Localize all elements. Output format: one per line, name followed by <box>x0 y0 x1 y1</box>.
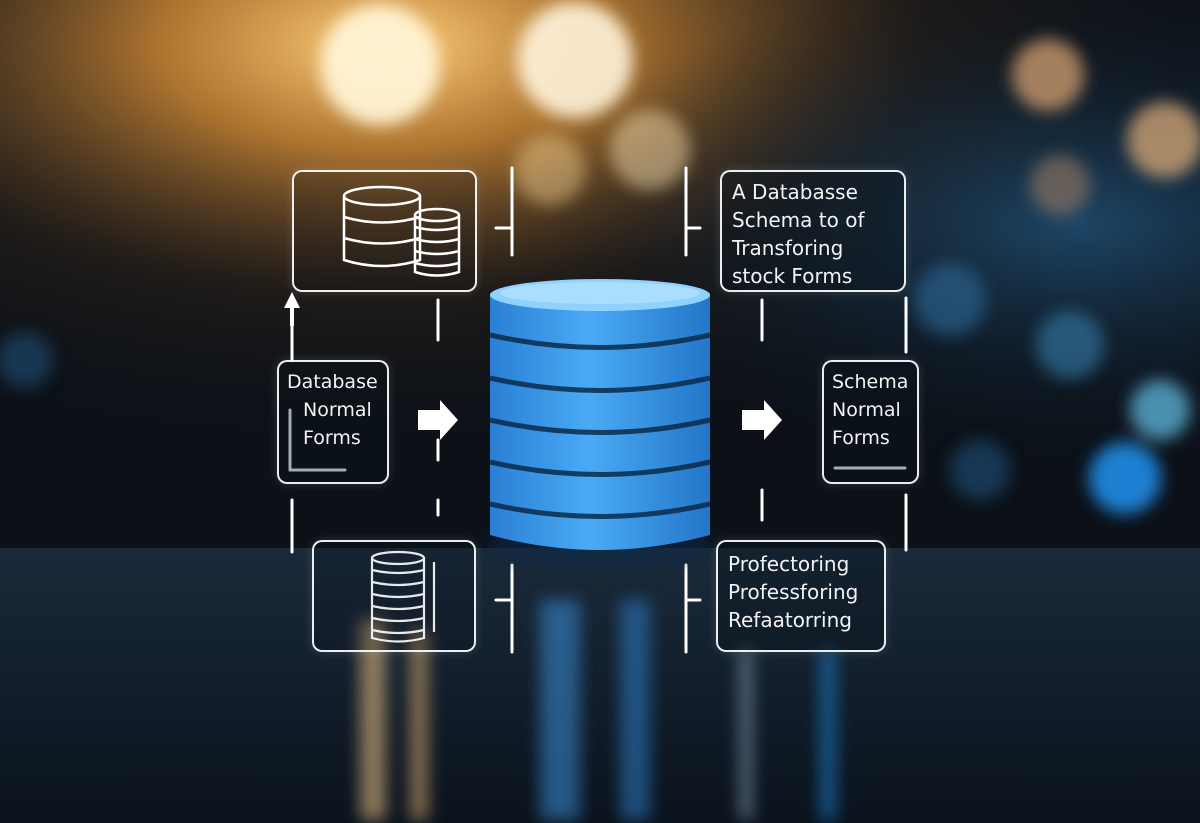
label-box-top-right: A Databasse Schema to of Transforing sto… <box>720 170 906 292</box>
label-line: Schema to of <box>732 208 865 232</box>
label-line: Database <box>287 371 378 393</box>
label-line: A Databasse <box>732 180 858 204</box>
label-line: Schema <box>832 371 909 393</box>
label-line: Refaatorring <box>728 608 852 632</box>
floor-surface <box>0 548 1200 823</box>
guide-lines <box>288 166 908 654</box>
arrow-up-icon <box>284 292 300 326</box>
floor-reflections <box>360 600 836 820</box>
label-line: Transforing <box>732 236 844 260</box>
storage-cylinder-icon <box>370 550 436 643</box>
label-line: Normal <box>303 399 372 421</box>
label-box-middle-right: Schema Normal Forms <box>822 360 919 484</box>
icon-box-bottom-left <box>312 540 476 652</box>
label-line: Profectoring <box>728 552 850 576</box>
label-line: Forms <box>303 427 361 449</box>
label-line: Professforing <box>728 580 859 604</box>
bokeh-lights <box>0 2 1200 514</box>
label-line: stock Forms <box>732 264 853 288</box>
arrow-right-icon-right <box>742 400 782 440</box>
icon-box-top-left <box>292 170 477 292</box>
label-box-bottom-right: Profectoring Professforing Refaatorring <box>716 540 886 652</box>
database-stack-icon <box>342 185 461 277</box>
database-cylinder-icon <box>485 279 715 567</box>
arrow-right-icon-left <box>418 400 458 440</box>
label-line: Forms <box>832 427 890 449</box>
label-box-middle-left: Database Normal Forms <box>277 360 389 484</box>
label-line: Normal <box>832 399 901 421</box>
